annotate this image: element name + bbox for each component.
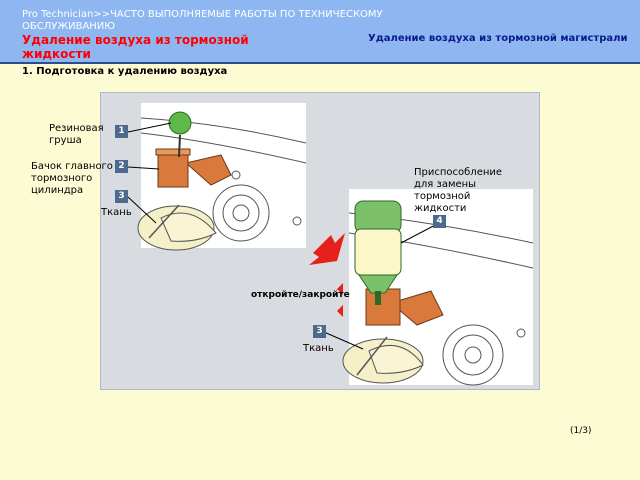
open-close-label: откройте/закройте: [251, 290, 350, 300]
callout-2: 2: [115, 160, 128, 173]
rubber-bulb-icon: [168, 111, 192, 135]
page-title: Удаление воздуха из тормозной жидкости: [22, 33, 249, 61]
callout-3-bottom: 3: [313, 325, 326, 338]
reservoir-label: Бачок главного тормозного цилиндра: [31, 161, 113, 196]
page-indicator: (1/3): [570, 426, 592, 436]
callout-3-top: 3: [115, 190, 128, 203]
valve-open-arrow-icon: [337, 283, 343, 295]
rubber-bulb-label: Резиновая груша: [49, 123, 104, 146]
top-reservoir-bracket: [184, 154, 232, 186]
callout-4: 4: [433, 215, 446, 228]
bottom-reservoir-icon: [365, 288, 401, 326]
illustration-panel: Резиновая груша 1 Бачок главного тормозн…: [31, 92, 540, 390]
valve-close-arrow-icon: [337, 305, 343, 317]
callout-1: 1: [115, 125, 128, 138]
transition-arrow-icon: [309, 233, 345, 265]
fluid-changer-label: Приспособление для замены тормозной жидк…: [414, 167, 503, 214]
breadcrumb[interactable]: Pro Technician>>ЧАСТО ВЫПОЛНЯЕМЫЕ РАБОТЫ…: [22, 9, 383, 32]
cloth-label-top: Ткань: [101, 207, 132, 218]
page-subtitle: Удаление воздуха из тормозной магистрали: [368, 33, 628, 44]
bottom-reservoir-bracket: [389, 290, 444, 326]
fluid-changer-icon: [354, 228, 402, 276]
section-heading: 1. Подготовка к удалению воздуха: [22, 66, 228, 77]
header-bar: Pro Technician>>ЧАСТО ВЫПОЛНЯЕМЫЕ РАБОТЫ…: [0, 0, 640, 64]
top-reservoir-icon: [157, 150, 189, 188]
cloth-label-bottom: Ткань: [303, 343, 334, 354]
